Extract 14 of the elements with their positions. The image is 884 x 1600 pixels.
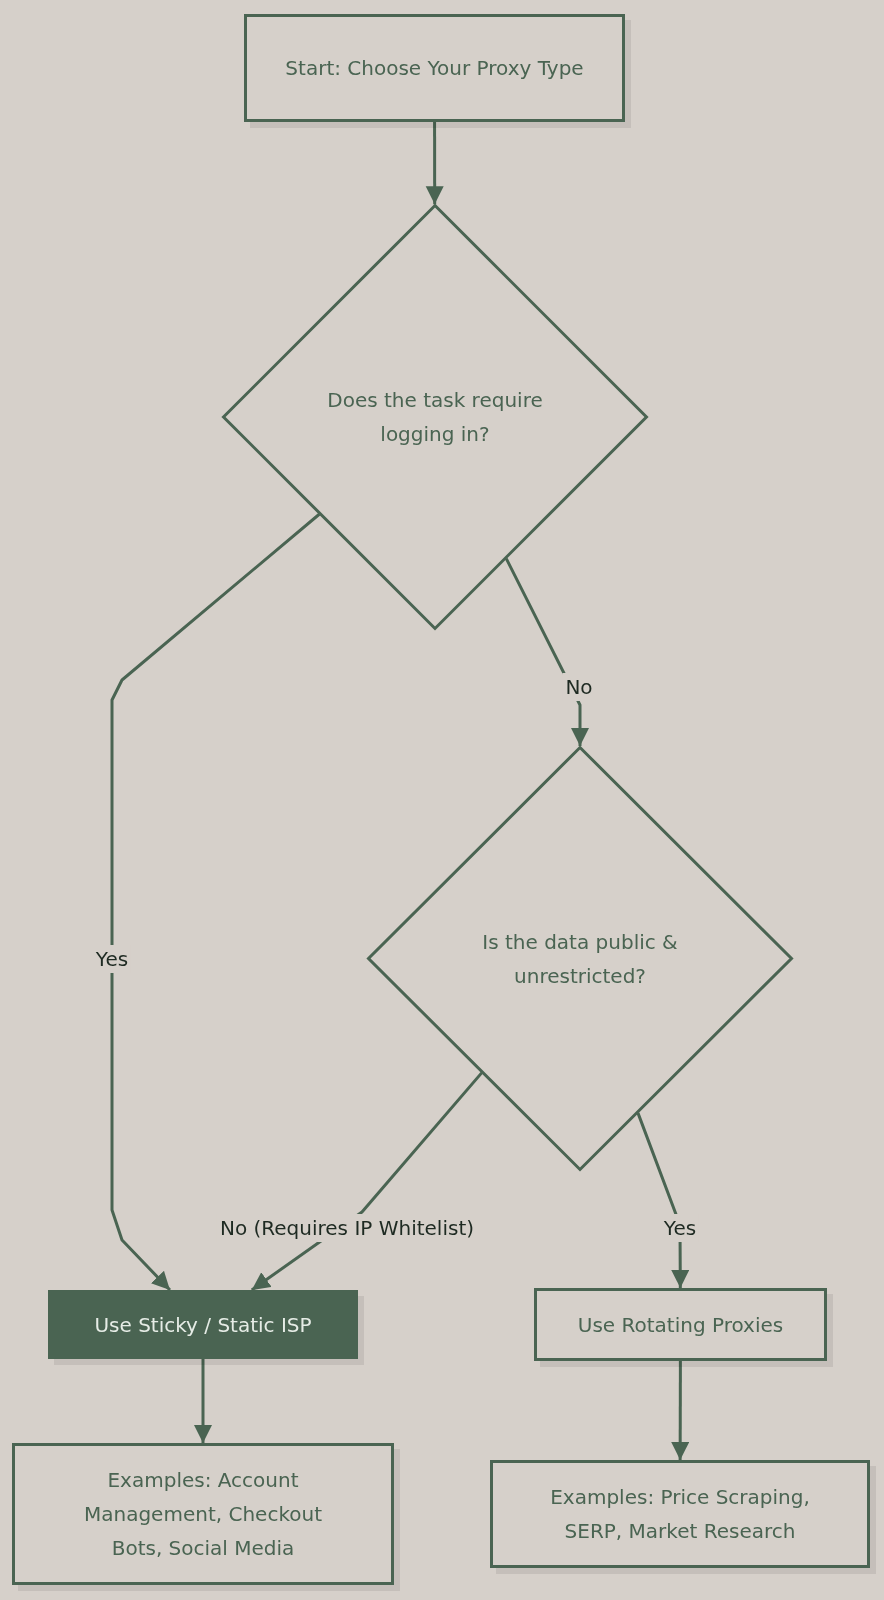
node-text: Start: Choose Your Proxy Type: [285, 55, 584, 82]
node-text: Examples: Price Scraping, SERP, Market Research: [549, 1484, 811, 1545]
arrow: [671, 1361, 690, 1460]
process-box: [48, 1290, 358, 1359]
node-text: Is the data public & unrestricted?: [481, 928, 679, 990]
decision-diamond: [222, 204, 648, 630]
node-text: Does the task require logging in?: [326, 387, 544, 448]
decision-diamond: [367, 746, 793, 1171]
node-text: Use Rotating Proxies: [577, 1311, 784, 1339]
arrow: [110, 513, 321, 1292]
arrow: [425, 122, 444, 205]
node-text: Use Sticky / Static ISP: [94, 1311, 312, 1339]
arrow: [194, 1359, 212, 1443]
node-text: Examples: Account Management, Checkout Bots, Social Media: [83, 1467, 323, 1562]
